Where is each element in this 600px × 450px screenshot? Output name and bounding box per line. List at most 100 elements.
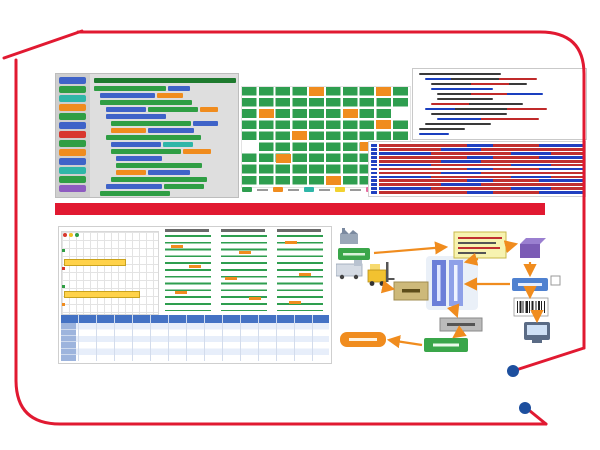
log-row: [371, 163, 583, 167]
alert-value: [239, 251, 251, 254]
alert-value: [299, 273, 311, 276]
palette-block: [59, 104, 86, 111]
status-cell-highlight: [276, 154, 291, 163]
code-block: [100, 93, 155, 98]
palette-block: [59, 131, 86, 138]
alert-value: [225, 277, 237, 280]
code-block: [111, 142, 161, 147]
row-flag: [62, 267, 65, 270]
flow-arrow: [373, 241, 449, 255]
warehouse-system-box: [432, 260, 446, 306]
alert-value: [175, 291, 187, 294]
status-light-red: [63, 233, 67, 237]
divider-bar: [55, 203, 545, 215]
status-light-green: [75, 233, 79, 237]
legend-label: [319, 188, 330, 191]
alert-value: [189, 265, 201, 268]
palette-block: [59, 149, 86, 156]
row-flag: [62, 285, 65, 288]
palette-block: [59, 158, 86, 165]
truck-icon: [336, 260, 363, 280]
legend-chip: [304, 187, 314, 192]
code-block: [111, 121, 191, 126]
palette-block: [59, 95, 86, 102]
gantt-grid: [61, 231, 159, 315]
table-header-row: [61, 315, 329, 323]
code-block: [148, 128, 194, 133]
log-row: [371, 151, 583, 155]
inventory-system-box: [449, 260, 463, 306]
log-row: [371, 171, 583, 175]
code-block: [148, 170, 190, 175]
code-block: [116, 163, 202, 168]
code-line: [431, 103, 523, 106]
legend-label: [257, 188, 268, 191]
status-cell-highlight: [309, 87, 324, 96]
code-line: [437, 98, 493, 101]
palette-block: [59, 140, 86, 147]
log-row: [371, 179, 583, 183]
flow-arrow: [386, 335, 423, 349]
code-line: [431, 88, 493, 91]
legend-chip: [273, 187, 283, 192]
sorting-area-box: [439, 317, 483, 332]
row-flag: [62, 303, 65, 306]
code-block: [100, 100, 192, 105]
supplier-box: [338, 248, 370, 260]
code-block: [106, 135, 201, 140]
alert-value: [249, 297, 261, 300]
workflow-diagram-screenshot: [336, 228, 561, 352]
palette-block: [59, 113, 86, 120]
group-header: [221, 229, 265, 232]
group-header: [277, 229, 321, 232]
log-row: [371, 187, 583, 191]
legend-label: [350, 188, 361, 191]
status-cell-highlight: [326, 176, 341, 185]
log-row: [371, 144, 583, 147]
data-column-group: [275, 229, 327, 313]
code-block: [200, 107, 218, 112]
gantt-bar: [64, 259, 126, 266]
code-block: [148, 107, 198, 112]
forklift-icon: [367, 262, 395, 286]
connector-dot: [507, 365, 519, 377]
spreadsheet-screenshot: [58, 226, 332, 364]
log-row: [371, 159, 583, 163]
palette-block: [59, 77, 86, 84]
note-box: [453, 231, 507, 259]
group-header: [165, 229, 209, 232]
gantt-bar: [64, 291, 140, 298]
code-editor-screenshot: [412, 68, 587, 140]
palette-block: [59, 176, 86, 183]
inbound-complete-box: [424, 338, 468, 352]
code-line: [437, 93, 543, 96]
code-block: [106, 114, 166, 119]
code-line: [425, 123, 491, 126]
status-cell-highlight: [376, 120, 391, 129]
code-block: [106, 107, 146, 112]
code-block: [94, 86, 166, 91]
code-block: [163, 142, 193, 147]
status-cell-highlight: [292, 131, 307, 140]
status-cell-highlight: [343, 109, 358, 118]
log-row: [371, 183, 583, 187]
code-line: [425, 78, 537, 81]
block-editor-screenshot: [55, 73, 239, 198]
status-light-amber: [69, 233, 73, 237]
flow-arrow: [503, 240, 519, 254]
palette-block: [59, 167, 86, 174]
code-line: [431, 113, 507, 116]
alert-value: [289, 301, 301, 304]
legend-label: [288, 188, 299, 191]
frame-corner-chamfer: [2, 29, 84, 60]
palette-block: [59, 185, 86, 192]
code-block: [193, 121, 218, 126]
code-block: [106, 184, 162, 189]
status-cell-empty: [393, 109, 408, 118]
data-column-group: [163, 229, 215, 313]
log-row: [371, 175, 583, 179]
code-block: [157, 93, 183, 98]
code-line: [419, 73, 501, 76]
alert-value: [171, 245, 183, 248]
